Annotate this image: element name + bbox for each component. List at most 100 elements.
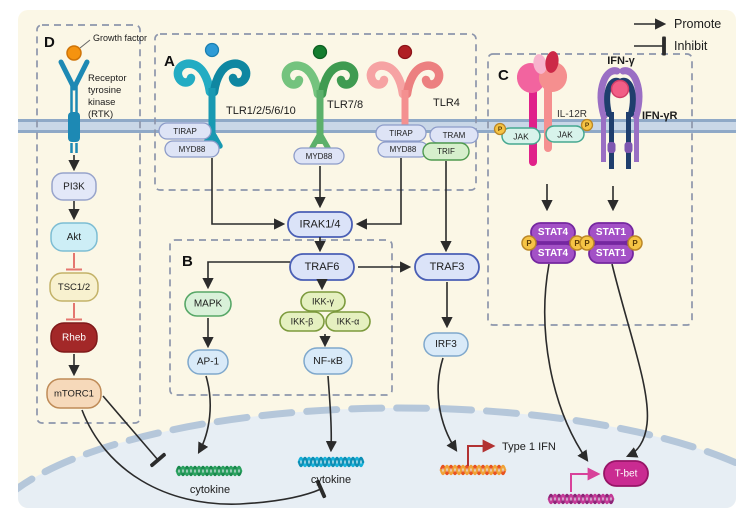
growth-factor-pointer <box>79 39 91 49</box>
svg-text:P: P <box>526 239 532 248</box>
rtk-label: Receptor <box>88 73 127 84</box>
growth-factor-icon <box>66 45 82 61</box>
arrow-tlr4-irak <box>355 158 402 230</box>
svg-text:MYD88: MYD88 <box>306 152 333 161</box>
transcription-arrow-type1-ifn <box>467 439 496 466</box>
dna-type1-ifn-icon <box>439 464 507 476</box>
svg-text:IRAK1/4: IRAK1/4 <box>300 219 341 231</box>
type1-ifn-label: Type 1 IFN <box>502 441 556 453</box>
arrow-nfkb-cytokine <box>325 375 337 453</box>
tlr4-label: TLR4 <box>433 97 460 109</box>
arrow-stat1-tbet <box>611 263 649 458</box>
panel-c-box <box>487 53 693 326</box>
svg-text:AP-1: AP-1 <box>197 357 220 368</box>
ifn-gamma-r-label: IFN-γR <box>642 110 678 122</box>
svg-text:TRAF3: TRAF3 <box>430 261 465 273</box>
svg-text:NF-κB: NF-κB <box>313 355 343 367</box>
adapter-myd88-tlr1 <box>164 140 220 158</box>
arrow-irf3-ifn-gene <box>437 357 458 452</box>
node-irf3 <box>423 332 469 357</box>
svg-text:TIRAP: TIRAP <box>389 129 413 138</box>
jak-pill-right <box>545 125 585 143</box>
svg-text:JAK: JAK <box>557 130 573 140</box>
ifn-gamma-label: IFN-γ <box>607 55 635 67</box>
node-pi3k <box>51 172 97 201</box>
node-akt <box>50 222 98 252</box>
inhibit-mtorc1-cytokine1 <box>102 395 158 460</box>
panel-c-label: C <box>498 67 509 84</box>
svg-text:IKK-γ: IKK-γ <box>312 297 335 307</box>
node-traf3 <box>414 253 480 281</box>
panel-b-label: B <box>182 253 193 270</box>
svg-text:JAK: JAK <box>513 132 529 142</box>
svg-text:TSC1/2: TSC1/2 <box>58 282 90 293</box>
node-tsc12 <box>49 272 99 302</box>
arrow-stat4-tbet <box>544 263 589 462</box>
svg-text:P: P <box>585 122 590 129</box>
svg-text:TIRAP: TIRAP <box>173 127 197 136</box>
svg-text:Rheb: Rheb <box>62 333 86 344</box>
node-mapk <box>184 291 232 317</box>
svg-text:mTORC1: mTORC1 <box>54 389 94 400</box>
node-ikk-alpha <box>325 311 371 332</box>
svg-text:(RTK): (RTK) <box>88 109 113 120</box>
phospho-icon <box>627 235 643 251</box>
svg-text:TRAM: TRAM <box>443 131 466 140</box>
svg-text:STAT1: STAT1 <box>596 227 627 238</box>
svg-text:STAT1: STAT1 <box>596 248 627 259</box>
arrow-tlr1-irak <box>211 158 286 230</box>
adapter-myd88-tlr78 <box>293 147 345 165</box>
phospho-icon <box>579 235 595 251</box>
node-tbet <box>603 460 649 487</box>
panel-d-label: D <box>44 34 55 51</box>
panel-a-box <box>154 33 477 191</box>
arrow-traf6-mapk <box>202 261 290 290</box>
jak-pill-left <box>501 127 541 145</box>
adapter-tirap-tlr4 <box>375 124 427 142</box>
svg-text:Akt: Akt <box>67 232 82 243</box>
node-rheb <box>50 322 98 353</box>
node-ap1 <box>187 349 229 375</box>
svg-text:tyrosine: tyrosine <box>88 85 121 96</box>
ifngr-receptor-icon <box>597 67 643 169</box>
panel-b-box <box>169 239 393 396</box>
svg-text:T-bet: T-bet <box>615 469 638 480</box>
nucleus-content: cytokine cytokine Type 1 IFN T-bet <box>175 439 649 505</box>
transcription-arrow-tbet <box>570 467 601 492</box>
growth-factor-label: Growth factor <box>93 33 147 43</box>
svg-text:TRIF: TRIF <box>437 147 455 156</box>
stat4-dimer: STAT4 STAT4 P P <box>521 222 585 264</box>
adapter-trif <box>422 142 470 161</box>
cytokine-label-1: cytokine <box>190 484 230 496</box>
svg-text:TRAF6: TRAF6 <box>305 261 340 273</box>
svg-text:PI3K: PI3K <box>63 182 85 193</box>
svg-text:IRF3: IRF3 <box>435 339 457 350</box>
svg-text:P: P <box>574 239 580 248</box>
panel-a: TLR1/2/5/6/10 TIRAP MYD88 TLR7/8 MYD88 T… <box>158 42 479 165</box>
node-nfkb <box>303 347 353 375</box>
legend-promote-label: Promote <box>674 17 721 31</box>
tlr78-label: TLR7/8 <box>327 99 363 111</box>
svg-text:IKK-β: IKK-β <box>291 317 314 327</box>
panel-d: Growth factor Receptor tyrosine kinase (… <box>46 33 321 505</box>
il12r-label: IL-12R <box>557 109 587 120</box>
tlr1-label: TLR1/2/5/6/10 <box>226 105 296 117</box>
phospho-icon <box>580 118 594 132</box>
svg-text:STAT4: STAT4 <box>538 248 569 259</box>
stat1-dimer: STAT1 STAT1 P P <box>579 222 643 264</box>
svg-text:P: P <box>584 239 590 248</box>
svg-text:P: P <box>498 126 503 133</box>
node-ikk-gamma <box>300 291 346 312</box>
node-mtorc1 <box>46 378 102 409</box>
dna-cytokine-green-icon <box>175 465 243 477</box>
legend: Promote Inhibit <box>634 17 721 53</box>
svg-text:kinase: kinase <box>88 97 115 108</box>
svg-text:STAT4: STAT4 <box>538 227 569 238</box>
panel-c: IL-12R JAK JAK P P IFN-γ IFN-γR <box>493 51 678 264</box>
svg-text:MYD88: MYD88 <box>390 145 417 154</box>
inhibit-tsc-rheb <box>66 303 82 321</box>
cytokine-label-2: cytokine <box>311 474 351 486</box>
legend-inhibit-label: Inhibit <box>674 39 708 53</box>
